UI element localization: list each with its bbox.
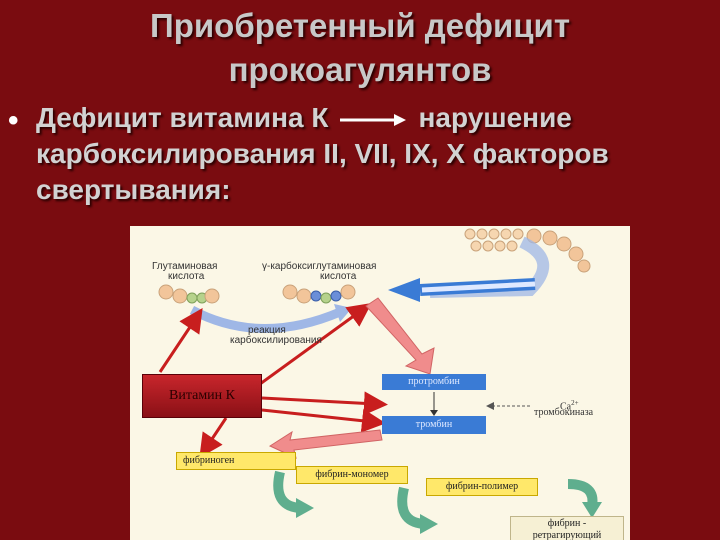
- thrombokinase-label: тромбокиназа: [534, 407, 594, 418]
- bullet-part-2: нарушение: [418, 102, 572, 133]
- diagram-graphics: [158, 228, 602, 534]
- blue-arrow-icon: [388, 278, 420, 302]
- green-arrow-icon-1: [296, 498, 314, 518]
- slide-title: Приобретенный дефицит прокоагулянтов: [0, 4, 720, 92]
- fibrinogen-box: фибриноген: [176, 452, 296, 470]
- label-gamma-2: кислота: [320, 271, 357, 282]
- coagulation-diagram: Глутаминовая кислота γ-карбоксиглутамино…: [130, 226, 630, 540]
- fibrin-stab-line-1: фибрин -: [547, 518, 587, 529]
- right-arrow-icon: [340, 113, 407, 126]
- label-reaction-2: карбоксилирования: [230, 335, 322, 346]
- bullet-line-3: свертывания:: [36, 174, 231, 205]
- label-glutamic-2: кислота: [168, 271, 205, 282]
- pink-arrow-icon: [365, 297, 435, 375]
- green-arrow-icon-3: [582, 502, 602, 518]
- bullet-text: Дефицит витамина К нарушение карбоксилиро…: [36, 100, 716, 208]
- vitamin-k-box: Витамин К: [142, 374, 262, 418]
- fibrin-stabilized-box: фибрин - ретрагирующий: [510, 516, 624, 540]
- label-gamma-1: γ-карбоксиглутаминовая: [262, 261, 377, 272]
- thrombin-box: тромбин: [382, 416, 486, 434]
- calcium-label: Ca2+: [560, 398, 579, 412]
- calcium-superscript: 2+: [571, 399, 579, 407]
- title-line-1: Приобретенный дефицит: [150, 7, 570, 44]
- fibrin-polymer-box: фибрин-полимер: [426, 478, 538, 496]
- gamma-carboxyglutamic-molecule-icon: [282, 284, 356, 304]
- label-reaction-1: реакция: [248, 325, 286, 336]
- fibrin-monomer-box: фибрин-мономер: [296, 466, 408, 484]
- fibrin-stab-line-2: ретрагирующий: [532, 530, 602, 540]
- green-arrow-icon-2: [420, 514, 438, 534]
- bullet-part-1: Дефицит витамина К: [36, 102, 329, 133]
- glutamic-acid-molecule-icon: [158, 284, 220, 304]
- label-glutamic-1: Глутаминовая: [152, 261, 218, 272]
- prothrombin-box: протромбин: [382, 374, 486, 390]
- title-line-2: прокоагулянтов: [228, 51, 492, 88]
- bullet-line-2: карбоксилирования II, VII, IX, X факторо…: [36, 138, 609, 169]
- calcium-text: Ca: [560, 401, 572, 413]
- bullet-dot: •: [8, 104, 19, 137]
